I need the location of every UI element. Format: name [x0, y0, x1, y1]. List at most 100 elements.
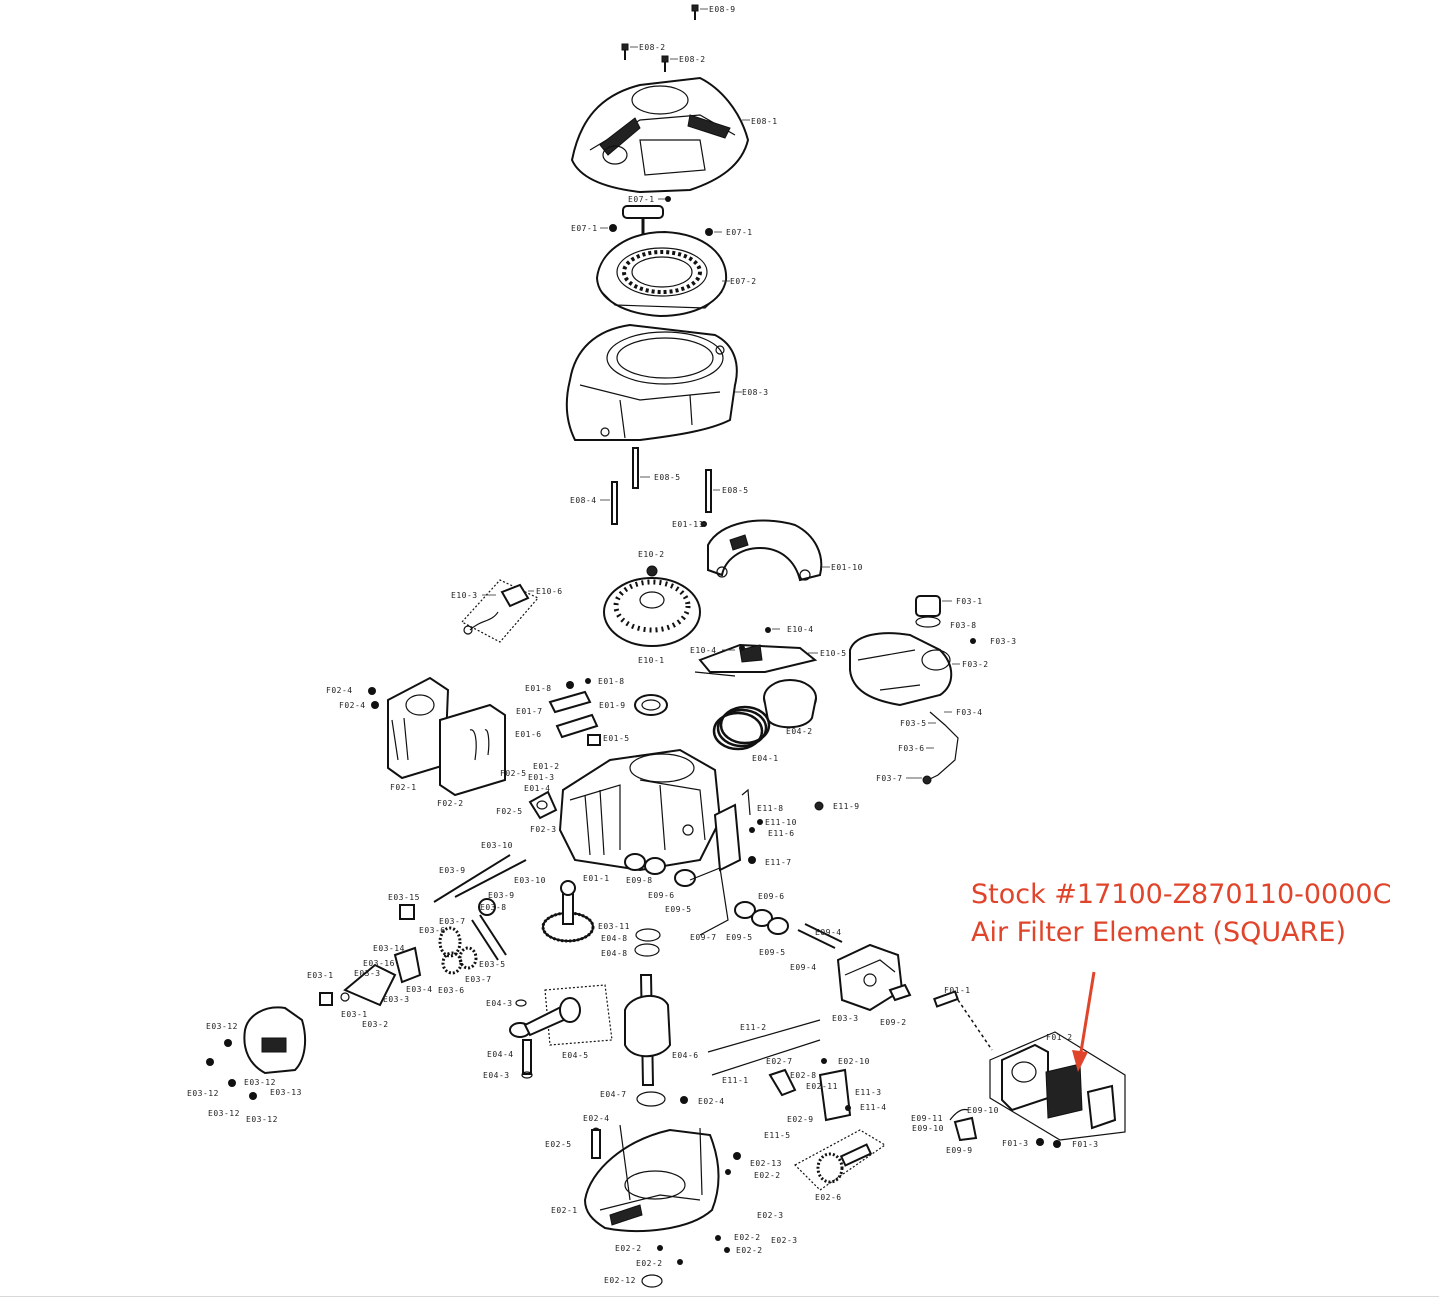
switch-bracket-e10-3: [461, 579, 539, 643]
camshaft-e03-11: [541, 880, 661, 957]
callout-e08-5: E08-5: [654, 473, 681, 482]
cover-bolts-e08-2: [621, 43, 669, 72]
callout-f02-4: F02-4: [326, 686, 353, 695]
callout-e09-5: E09-5: [726, 933, 753, 942]
callout-e02-2: E02-2: [636, 1259, 663, 1268]
callout-e07-1: E07-1: [571, 224, 598, 233]
callout-e03-9: E03-9: [488, 891, 515, 900]
callout-e03-12: E03-12: [208, 1109, 240, 1118]
callout-e01-9: E01-9: [599, 701, 626, 710]
callout-f01-2: F01-2: [1046, 1033, 1073, 1042]
top-bolt-e08-9: [691, 4, 699, 20]
callout-e04-1: E04-1: [752, 754, 779, 763]
callout-e10-5: E10-5: [820, 649, 847, 658]
callout-e01-5: E01-5: [603, 734, 630, 743]
callout-e08-4: E08-4: [570, 496, 597, 505]
callout-e02-3: E02-3: [757, 1211, 784, 1220]
callout-e02-12: E02-12: [604, 1276, 636, 1285]
callout-e11-4: E11-4: [860, 1103, 887, 1112]
callout-e11-8: E11-8: [757, 804, 784, 813]
callout-f03-6: F03-6: [898, 744, 925, 753]
rocker-assembly-e03: [319, 946, 422, 1007]
intake-gaskets-e01: [548, 678, 668, 746]
callout-e03-12: E03-12: [187, 1089, 219, 1098]
callout-e10-4: E10-4: [787, 625, 814, 634]
callout-e08-1: E08-1: [751, 117, 778, 126]
callout-e08-3: E08-3: [742, 388, 769, 397]
crankshaft-e04-6: [624, 974, 672, 1107]
callout-e01-4: E01-4: [524, 784, 551, 793]
callout-e03-2: E03-2: [362, 1020, 389, 1029]
callout-e02-13: E02-13: [750, 1159, 782, 1168]
callout-e07-1: E07-1: [628, 195, 655, 204]
callout-e03-7: E03-7: [465, 975, 492, 984]
callout-e03-6: E03-6: [438, 986, 465, 995]
callout-f02-3: F02-3: [530, 825, 557, 834]
air-filter-housing-f02: [368, 676, 506, 797]
housing-studs-e08-4-5: [611, 447, 712, 525]
callout-e03-15: E03-15: [388, 893, 420, 902]
flywheel-e10-1: [603, 565, 701, 647]
callout-e01-1: E01-1: [583, 874, 610, 883]
callout-e10-1: E10-1: [638, 656, 665, 665]
callout-f03-2: F03-2: [962, 660, 989, 669]
callout-f01-3: F01-3: [1072, 1140, 1099, 1149]
callout-e02-8: E02-8: [790, 1071, 817, 1080]
callout-e10-4: E10-4: [690, 646, 717, 655]
bottom-divider: [0, 1296, 1439, 1297]
part-annotation: Stock #17100-Z870110-0000C Air Filter El…: [971, 876, 1391, 952]
valves-e03: [399, 854, 527, 975]
callout-e04-6: E04-6: [672, 1051, 699, 1060]
callout-e04-4: E04-4: [487, 1050, 514, 1059]
callout-e03-6: E03-6: [419, 926, 446, 935]
callout-e03-10: E03-10: [514, 876, 546, 885]
air-filter-element-square: [1045, 1063, 1083, 1119]
callout-f02-5: F02-5: [500, 769, 527, 778]
callout-e03-3: E03-3: [832, 1014, 859, 1023]
callout-e04-8: E04-8: [601, 949, 628, 958]
callout-e03-9: E03-9: [439, 866, 466, 875]
callout-e09-9: E09-9: [946, 1146, 973, 1155]
callout-e04-2: E04-2: [786, 727, 813, 736]
carburetor-e09: [836, 943, 959, 1012]
blower-housing-e08-3: [565, 323, 738, 441]
callout-e11-7: E11-7: [765, 858, 792, 867]
piston-e04-2: [712, 679, 817, 751]
fuel-tank-f03-2: [849, 595, 976, 785]
callout-e01-6: E01-6: [515, 730, 542, 739]
callout-e02-11: E02-11: [806, 1082, 838, 1091]
callout-e03-12: E03-12: [246, 1115, 278, 1124]
callout-e02-4: E02-4: [698, 1097, 725, 1106]
annotation-stock-number: Stock #17100-Z870110-0000C: [971, 879, 1392, 910]
engine-cover-e08-1: [570, 76, 750, 194]
callout-e09-4: E09-4: [815, 928, 842, 937]
callout-e11-10: E11-10: [765, 818, 797, 827]
callout-e03-13: E03-13: [270, 1088, 302, 1097]
callout-e03-3: E03-3: [354, 969, 381, 978]
callout-e09-6: E09-6: [648, 891, 675, 900]
callout-e03-3: E03-3: [383, 995, 410, 1004]
callout-f03-8: F03-8: [950, 621, 977, 630]
callout-e02-10: E02-10: [838, 1057, 870, 1066]
connecting-rod-e04: [509, 984, 613, 1079]
callout-e11-6: E11-6: [768, 829, 795, 838]
recoil-starter-e07-2: [595, 230, 728, 318]
callout-e08-5: E08-5: [722, 486, 749, 495]
choke-linkage-e09: [949, 1108, 978, 1142]
callout-e01-2: E01-2: [533, 762, 560, 771]
callout-e03-10: E03-10: [481, 841, 513, 850]
annotation-arrow: [1072, 971, 1096, 1072]
callout-e10-6: E10-6: [536, 587, 563, 596]
callout-e02-3: E02-3: [771, 1236, 798, 1245]
callout-e08-2: E08-2: [639, 43, 666, 52]
callout-f02-2: F02-2: [437, 799, 464, 808]
callout-e11-9: E11-9: [833, 802, 860, 811]
callout-f01-3: F01-3: [1002, 1139, 1029, 1148]
callout-e10-2: E10-2: [638, 550, 665, 559]
throttle-rods-e11: [707, 1019, 852, 1122]
oil-sump-e02-1: [583, 1096, 741, 1288]
callout-e03-12: E03-12: [244, 1078, 276, 1087]
annotation-part-name: Air Filter Element (SQUARE): [971, 917, 1346, 948]
governor-linkage-e11: [713, 788, 824, 872]
